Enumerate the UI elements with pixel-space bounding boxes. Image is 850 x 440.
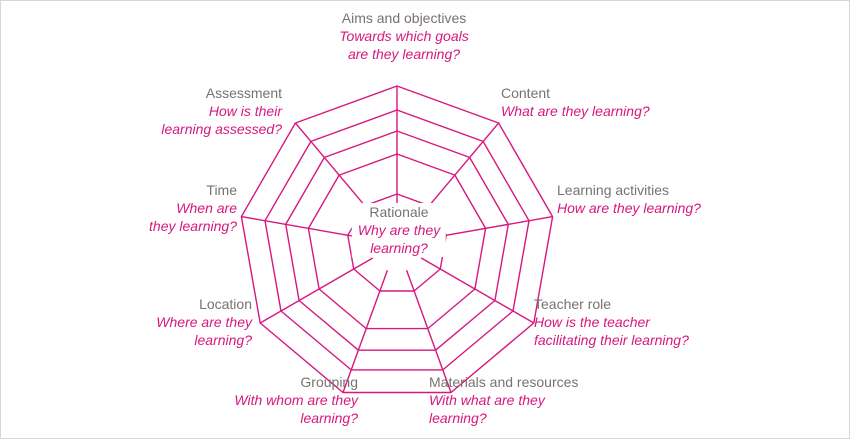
heading-aims: Aims and objectives <box>341 10 467 26</box>
web-ring-5 <box>240 85 554 394</box>
label-content: Content What are they learning? <box>501 84 650 120</box>
question-location-1: Where are they <box>156 314 252 330</box>
spoke-grouping <box>342 270 389 393</box>
heading-materials: Materials and resources <box>429 374 579 390</box>
label-assessment: Assessment How is their learning assesse… <box>161 84 282 138</box>
spoke-location <box>259 257 374 324</box>
heading-activities: Learning activities <box>557 182 670 198</box>
web-ring-2 <box>307 153 487 330</box>
question-location-2: learning? <box>194 332 252 348</box>
label-location: Location Where are they learning? <box>156 295 252 349</box>
web-ring-3 <box>285 130 509 351</box>
label-activities: Learning activities How are they learnin… <box>557 181 701 217</box>
heading-grouping: Grouping <box>300 374 358 390</box>
question-assessment-1: How is their <box>208 103 282 119</box>
question-materials-1: With what are they <box>429 392 545 408</box>
question-grouping-2: learning? <box>300 410 358 426</box>
question-time-2: they learning? <box>149 218 237 234</box>
spoke-materials <box>405 270 452 393</box>
heading-rationale: Rationale <box>369 204 429 220</box>
question-aims-2: are they learning? <box>347 46 461 62</box>
label-teacher: Teacher role How is the teacher facilita… <box>534 295 689 349</box>
label-rationale: Rationale Why are they learning? <box>351 203 447 257</box>
question-time-1: When are <box>176 200 237 216</box>
question-teacher-2: facilitating their learning? <box>534 332 689 348</box>
question-assessment-2: learning assessed? <box>161 121 282 137</box>
label-grouping: Grouping With whom are they learning? <box>234 373 358 427</box>
question-materials-2: learning? <box>429 410 487 426</box>
spoke-time <box>241 215 370 240</box>
label-aims: Aims and objectives Towards which goals … <box>339 9 468 63</box>
label-materials: Materials and resources With what are th… <box>429 373 578 427</box>
heading-time: Time <box>206 182 237 198</box>
web-ring-4 <box>264 109 530 371</box>
heading-assessment: Assessment <box>205 85 282 101</box>
heading-content: Content <box>501 85 551 101</box>
question-rationale-1: Why are they <box>357 222 441 238</box>
question-rationale-2: learning? <box>370 240 428 256</box>
heading-location: Location <box>199 296 252 312</box>
question-content-1: What are they learning? <box>501 103 650 119</box>
question-aims-1: Towards which goals <box>339 28 469 44</box>
question-teacher-1: How is the teacher <box>534 314 650 330</box>
question-activities-1: How are they learning? <box>557 200 701 216</box>
label-time: Time When are they learning? <box>149 181 237 235</box>
spoke-teacher <box>420 257 535 324</box>
question-grouping-1: With whom are they <box>234 392 358 408</box>
heading-teacher: Teacher role <box>534 296 612 312</box>
